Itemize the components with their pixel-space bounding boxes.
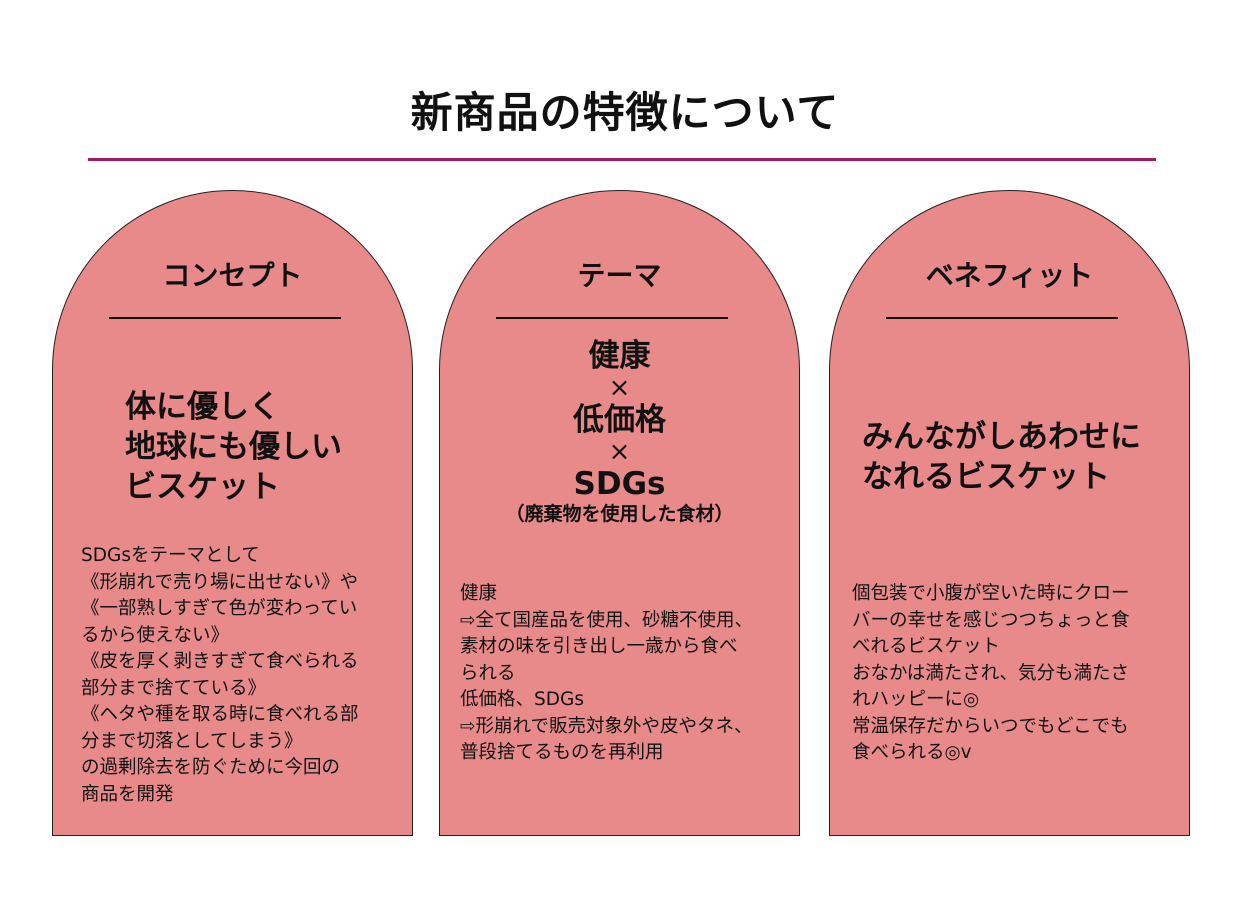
body-line: おなかは満たされ、気分も満たさ: [852, 662, 1129, 684]
main-line: 体に優しく: [125, 389, 280, 425]
body-line: べれるビスケット: [852, 636, 1001, 657]
card-body-text: 個包装で小腹が空いた時にクロー バーの幸せを感じつつちょっと食 べれるビスケット…: [852, 581, 1130, 767]
body-line: の過剰除去を防ぐために今回の: [81, 757, 341, 778]
card-main-text: みんながしあわせに なれるビスケット: [862, 417, 1141, 497]
body-line: バーの幸せを感じつつちょっと食: [852, 609, 1130, 631]
body-line: 素材の味を引き出し一歳から食べ: [460, 636, 738, 657]
card-benefit: ベネフィット みんながしあわせに なれるビスケット 個包装で小腹が空いた時にクロ…: [829, 190, 1190, 836]
card-body-text: 健康 ⇨全て国産品を使用、砂糖不使用、 素材の味を引き出し一歳から食べ られる …: [460, 581, 753, 767]
body-line: 普段捨てるものを再利用: [460, 742, 664, 763]
times-symbol: ×: [608, 373, 631, 403]
body-line: 分まで切落としてしまう》: [81, 730, 303, 752]
main-line: ビスケット: [125, 469, 280, 505]
main-subtitle: （廃棄物を使用した食材）: [505, 503, 734, 525]
card-body-text: SDGsをテーマとして 《形崩れで売り場に出せない》や 《一部熟しすぎて色が変わ…: [81, 543, 359, 808]
main-line: 地球にも優しい: [125, 429, 342, 465]
body-line: れハッピーに◎: [852, 689, 980, 710]
body-line: 《形崩れで売り場に出せない》や: [81, 571, 358, 593]
body-line: 部分まで捨てている》: [81, 677, 267, 699]
card-main-text: 健康 × 低価格 × SDGs （廃棄物を使用した食材）: [440, 339, 799, 527]
card-heading: テーマ: [577, 259, 662, 292]
main-line: みんながしあわせに: [862, 419, 1141, 455]
main-line: SDGs: [573, 466, 666, 502]
body-line: SDGsをテーマとして: [81, 545, 260, 566]
body-line: ⇨形崩れで販売対象外や皮やタネ、: [460, 715, 753, 737]
card-main-text: 体に優しく 地球にも優しい ビスケット: [125, 387, 342, 507]
body-line: 《ヘタや種を取る時に食べれる部: [81, 704, 359, 725]
card-heading: コンセプト: [162, 259, 303, 292]
body-line: 《皮を厚く剥きすぎて食べられる: [81, 651, 359, 672]
main-line: 低価格: [573, 402, 666, 438]
heading-underline: [109, 317, 341, 319]
body-line: られる: [460, 662, 516, 684]
body-line: 個包装で小腹が空いた時にクロー: [852, 583, 1130, 604]
slide-title: 新商品の特徴について: [410, 88, 840, 137]
heading-underline: [886, 317, 1118, 319]
heading-underline: [496, 317, 728, 319]
body-line: 食べられる◎v: [852, 742, 972, 763]
card-theme: テーマ 健康 × 低価格 × SDGs （廃棄物を使用した食材） 健康 ⇨全て国…: [439, 190, 800, 836]
card-heading: ベネフィット: [925, 259, 1094, 292]
card-concept: コンセプト 体に優しく 地球にも優しい ビスケット SDGsをテーマとして 《形…: [52, 190, 413, 836]
title-divider: [88, 158, 1156, 161]
main-line: 健康: [588, 338, 651, 374]
main-line: なれるビスケット: [862, 459, 1110, 495]
body-line: 商品を開発: [81, 783, 174, 805]
body-line: 常温保存だからいつでもどこでも: [852, 715, 1129, 737]
body-line: 《一部熟しすぎて色が変わってい: [81, 598, 358, 619]
body-line: 低価格、SDGs: [460, 689, 584, 710]
times-symbol: ×: [608, 437, 631, 467]
body-line: 健康: [460, 583, 498, 604]
body-line: ⇨全て国産品を使用、砂糖不使用、: [460, 609, 754, 631]
body-line: るから使えない》: [81, 624, 230, 646]
